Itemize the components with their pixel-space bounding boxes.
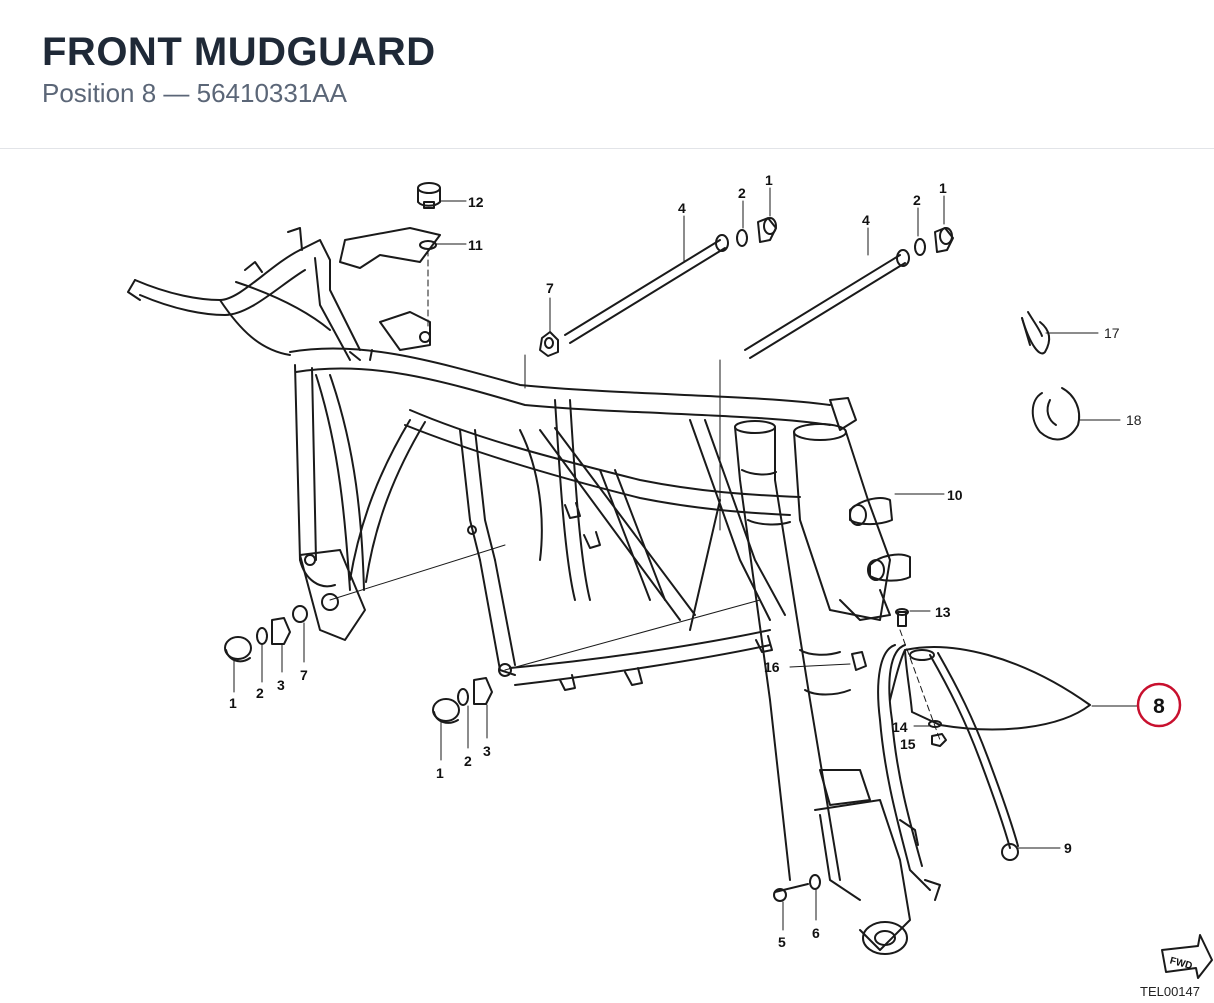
callout-labels: 12 11 4 2 1 4 2 1 7 17 18 10 13 16 14 15… <box>229 172 1193 972</box>
callout-18: 18 <box>1126 412 1142 428</box>
fork-sleeve-drawing <box>793 423 911 621</box>
frame-drawing <box>127 227 857 691</box>
position-8-highlight-ring <box>1136 682 1182 728</box>
fork-leg-drawing <box>734 420 941 955</box>
callout-10: 10 <box>947 487 963 503</box>
callout-16: 16 <box>764 659 780 675</box>
callout-1d: 1 <box>939 180 947 196</box>
callout-4a: 4 <box>678 200 686 216</box>
callout-1b: 1 <box>436 765 444 781</box>
callout-1a: 1 <box>229 695 237 711</box>
callout-7b: 7 <box>546 280 554 296</box>
page-subtitle: Position 8 — 56410331AA <box>42 78 347 108</box>
fastener-drawings <box>224 182 1081 902</box>
callout-7a: 7 <box>300 667 308 683</box>
callout-15: 15 <box>900 736 916 752</box>
callout-2b: 2 <box>464 753 472 769</box>
callout-2d: 2 <box>913 192 921 208</box>
callout-1c: 1 <box>765 172 773 188</box>
page-title: FRONT MUDGUARD <box>42 30 436 74</box>
assembly-lines <box>329 249 941 741</box>
callout-12: 12 <box>468 194 484 210</box>
callout-6: 6 <box>812 925 820 941</box>
callout-8-highlighted: 8 <box>1153 695 1165 718</box>
callout-3b: 3 <box>483 743 491 759</box>
callout-2c: 2 <box>738 185 746 201</box>
callout-2a: 2 <box>256 685 264 701</box>
callout-4b: 4 <box>862 212 870 228</box>
drawing-id: TEL00147 <box>1140 984 1200 999</box>
forward-direction-badge <box>1161 934 1213 979</box>
page-header: FRONT MUDGUARD Position 8 — 56410331AA <box>0 0 1214 149</box>
callout-11: 11 <box>468 237 483 253</box>
exploded-parts-diagram: 12 11 4 2 1 4 2 1 7 17 18 10 13 16 14 15… <box>127 172 1213 979</box>
callout-3a: 3 <box>277 677 285 693</box>
callout-5: 5 <box>778 934 786 950</box>
callout-9: 9 <box>1064 840 1072 856</box>
leader-lines <box>233 187 1138 931</box>
callout-13: 13 <box>935 604 951 620</box>
callout-17: 17 <box>1104 325 1120 341</box>
callout-14: 14 <box>892 719 908 735</box>
mudguard-drawing <box>877 644 1091 891</box>
